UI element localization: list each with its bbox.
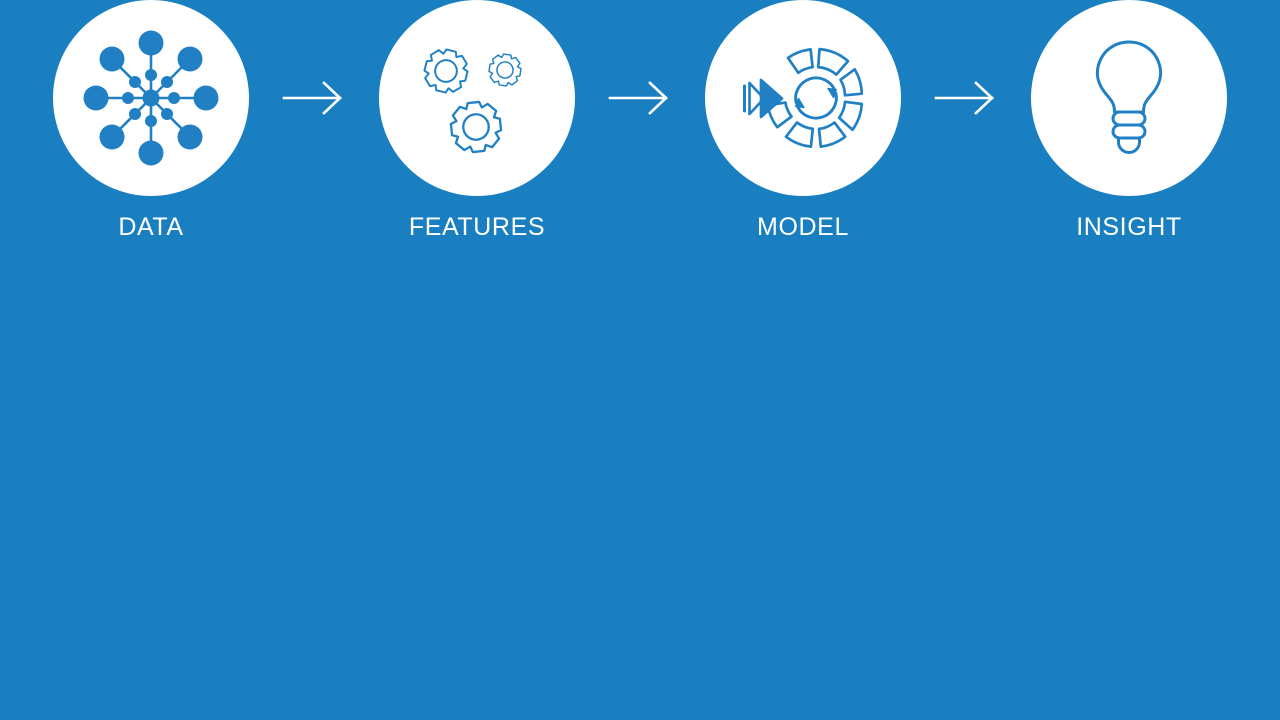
pipeline-step-insight[interactable]: INSIGHT bbox=[1031, 0, 1227, 240]
pipeline-flow: DATA bbox=[0, 0, 1280, 260]
features-disc bbox=[379, 0, 575, 196]
gears-icon bbox=[402, 23, 552, 173]
arrow-right-icon bbox=[608, 81, 672, 115]
arrow-right-icon bbox=[934, 81, 998, 115]
step-label-insight: INSIGHT bbox=[1076, 213, 1182, 241]
pipeline-step-data[interactable]: DATA bbox=[53, 0, 249, 240]
pipeline-step-model[interactable]: MODEL bbox=[705, 0, 901, 240]
data-disc bbox=[53, 0, 249, 196]
model-wheel-icon bbox=[728, 23, 878, 173]
step-label-features: FEATURES bbox=[408, 213, 546, 241]
pipeline-step-features[interactable]: FEATURES bbox=[379, 0, 575, 240]
lightbulb-icon bbox=[1054, 23, 1204, 173]
step-label-model: MODEL bbox=[757, 213, 849, 241]
connector-features-to-model bbox=[575, 0, 705, 196]
network-hub-icon bbox=[76, 23, 226, 173]
insight-disc bbox=[1031, 0, 1227, 196]
arrow-right-icon bbox=[282, 81, 346, 115]
connector-data-to-features bbox=[249, 0, 379, 196]
connector-model-to-insight bbox=[901, 0, 1031, 196]
step-label-data: DATA bbox=[118, 213, 184, 241]
model-disc bbox=[705, 0, 901, 196]
